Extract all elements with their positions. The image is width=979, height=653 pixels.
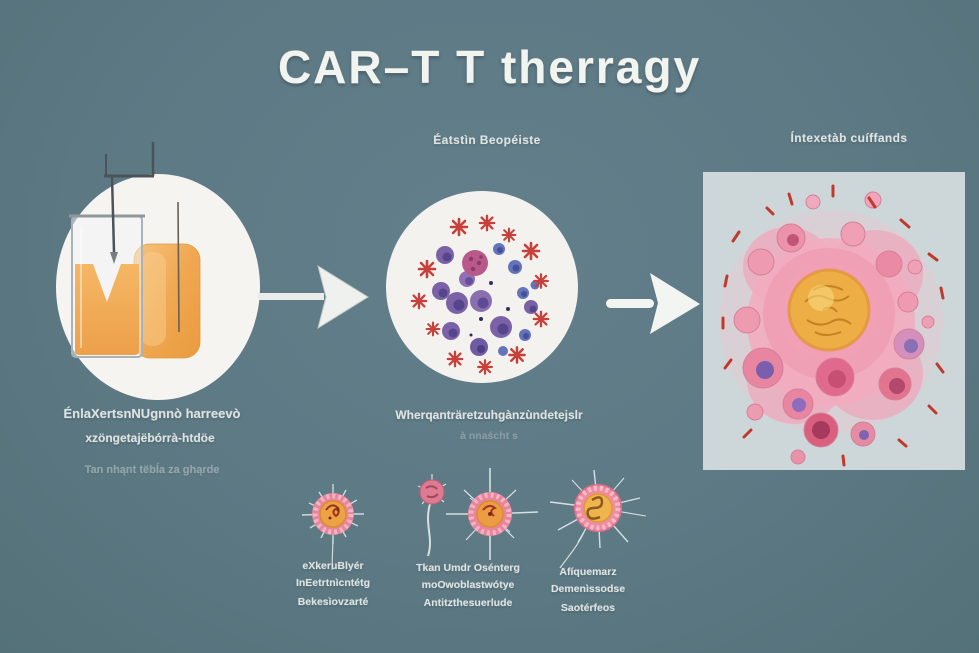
stirring-rod-icon <box>104 142 155 264</box>
caption-line: xzöngetajëbórrà-htdöe <box>85 431 215 445</box>
step3-top-label: Íntexetàb cuíffands <box>790 131 908 145</box>
caption-line: Afíquemarz <box>559 566 617 578</box>
tumor-histology-illustration <box>703 172 965 470</box>
caption-line: moOwoblastwótye <box>421 579 515 591</box>
caption-line: ÉnlaXertsnNUgnnò harreevò <box>63 406 241 421</box>
caption-line: Bekesìovzarté <box>297 596 369 608</box>
beaker-liquid <box>75 264 139 355</box>
caption-line: Demenìssodse <box>550 583 626 595</box>
leukapheresis-illustration <box>56 142 260 400</box>
blood-bag-icon <box>133 243 201 359</box>
caption-line: Saotérfeos <box>560 602 616 614</box>
caption-line: Antitzthesuerlude <box>423 597 513 609</box>
car-t-cell-icon-2 <box>417 468 539 560</box>
caption-line: InEetrtnìcntétg <box>295 577 371 589</box>
arrow-right-icon <box>606 273 700 334</box>
tumor-satellite-cells <box>733 191 935 465</box>
tube-line <box>177 201 180 333</box>
car-t-cell-icon-1 <box>301 484 364 571</box>
caption-line: eXkeruBlyér <box>302 560 364 572</box>
arrow-right-icon <box>258 264 369 330</box>
caption-line: Tkan Umdr Osénterg <box>416 562 520 574</box>
caption-line: Tan nhąnt tëbĺa za ghąrde <box>84 464 220 476</box>
step2-top-label: Éatstìn Beopéiste <box>433 133 541 147</box>
red-debris-particles <box>721 184 945 467</box>
caption-line: Wherqanträretzuhgànzùndetejslr <box>395 408 583 422</box>
tcell-culture-illustration <box>386 191 578 383</box>
caption-line: à nnaścht s <box>460 430 518 442</box>
beaker-icon <box>69 214 145 358</box>
car-t-cell-icon-3 <box>549 469 647 569</box>
tumor-core <box>789 270 869 350</box>
poster-title: CAR–T T therragy <box>277 41 702 93</box>
lymphocyte-cells <box>432 243 540 356</box>
